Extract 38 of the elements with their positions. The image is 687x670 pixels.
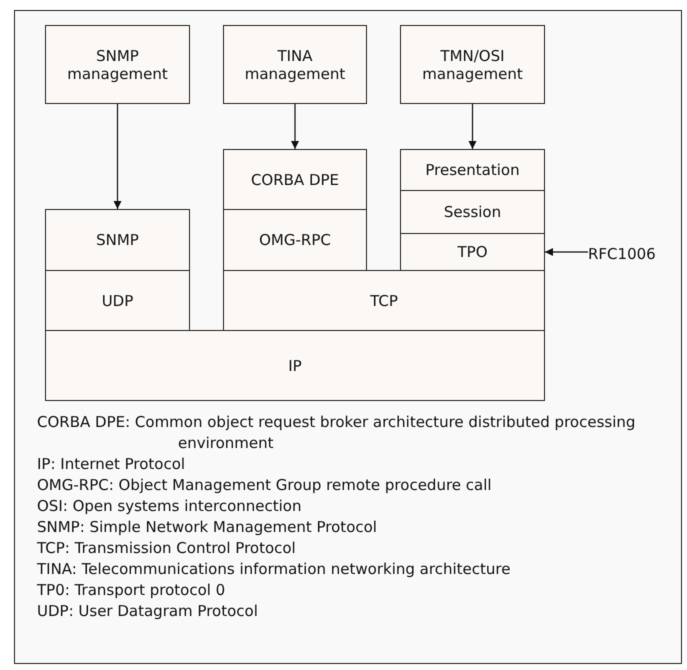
layer-box (400, 233, 545, 271)
layer-label: TMN/OSI management (421, 46, 524, 82)
layer-label: OMG-RPC (259, 231, 331, 249)
layer-label: TPO (457, 243, 488, 261)
layer-label: TCP (370, 292, 398, 310)
glossary-entry: SNMP: Simple Network Management Protocol (37, 517, 378, 538)
reference-label: RFC1006 (588, 243, 678, 265)
layer-box (223, 25, 367, 104)
layer-label: Session (444, 203, 502, 221)
layer-box (400, 190, 545, 234)
layer-box (400, 25, 545, 104)
layer-label: UDP (102, 292, 134, 310)
glossary-entry: UDP: User Datagram Protocol (37, 601, 259, 622)
layer-label: SNMP management (66, 46, 169, 82)
glossary-entry: IP: Internet Protocol (37, 454, 186, 475)
layer-box (400, 149, 545, 191)
layer-box (223, 149, 367, 210)
glossary-entry: TINA: Telecommunications information networking architecture (37, 559, 512, 580)
layer-label: TINA management (244, 46, 346, 82)
layer-label: Presentation (425, 161, 520, 179)
layer-label: IP (288, 356, 302, 374)
layer-box (45, 209, 190, 271)
arrow (291, 104, 299, 149)
arrow (468, 104, 476, 149)
layer-label: CORBA DPE (250, 170, 340, 188)
layer-box (45, 25, 190, 104)
layer-box (45, 330, 545, 401)
layer-box (223, 209, 367, 271)
layer-box (45, 270, 190, 331)
glossary-entry: TP0: Transport protocol 0 (37, 580, 226, 601)
layer-box (223, 270, 545, 331)
glossary-entry: OMG-RPC: Object Management Group remote procedure call (37, 475, 493, 496)
glossary-entry: OSI: Open systems interconnection (37, 496, 302, 517)
arrow (545, 248, 588, 256)
glossary-entry: CORBA DPE: Common object request broker architecture distributed processing environment (37, 412, 636, 454)
layer-label: SNMP (96, 231, 139, 249)
glossary-entry: TCP: Transmission Control Protocol (37, 538, 297, 559)
arrow (114, 104, 122, 209)
